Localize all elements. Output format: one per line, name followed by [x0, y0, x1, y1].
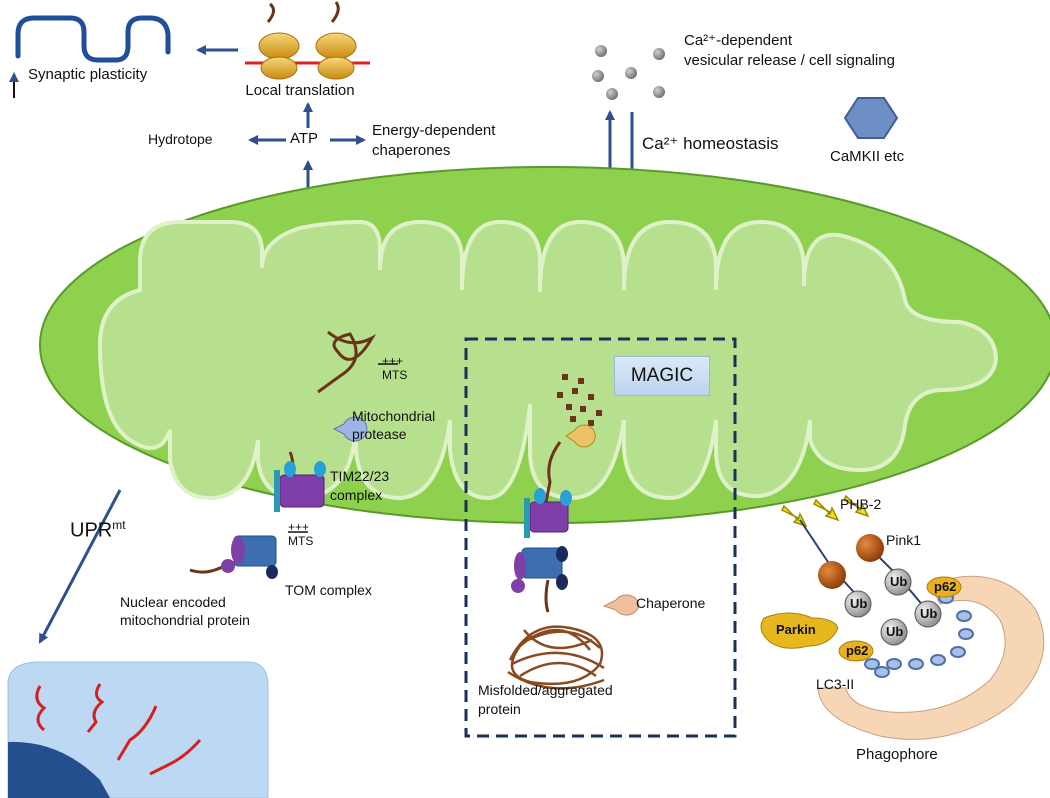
unfolded-protein — [317, 330, 377, 394]
p62-top — [926, 576, 962, 598]
camkii-label: CaMKII etc — [830, 148, 905, 165]
ca-release-label-1: Ca²⁺-dependent — [684, 32, 792, 49]
p62-bottom — [838, 640, 874, 662]
atp-label: ATP — [290, 130, 319, 147]
chaperone-icon — [602, 594, 639, 616]
tim-label-1: TIM22/23 — [330, 468, 390, 484]
p62-label-top: p62 — [934, 579, 957, 594]
p62-label-bottom: p62 — [846, 643, 869, 658]
mito-protease-label-2: protease — [352, 426, 407, 442]
ca-homeostasis-label: Ca²⁺ homeostasis — [642, 134, 779, 153]
arrow-uprmt — [38, 489, 122, 644]
phb2-label: PHB-2 — [840, 496, 882, 512]
tom-complex-magic — [511, 546, 568, 593]
magic-label-box: MAGIC — [614, 356, 710, 396]
ub-label-3: Ub — [920, 606, 938, 621]
nuclear-label-1: Nuclear encoded — [120, 594, 226, 610]
misfolded-label-2: protein — [478, 701, 521, 717]
energy-chaperones-label-1: Energy-dependent — [372, 122, 496, 139]
degraded-peptides — [557, 374, 602, 426]
tim-complex-magic — [524, 488, 572, 538]
parkin-shape — [760, 612, 839, 649]
magic-dashed-box — [464, 337, 737, 738]
tom-complex-left — [189, 535, 278, 579]
ub-label-4: Ub — [886, 624, 904, 639]
ub-ball-1 — [884, 568, 912, 596]
pink1-label: Pink1 — [886, 532, 922, 548]
mts-top-label: MTS — [382, 368, 408, 382]
mito-protease-label-1: Mitochondrial — [352, 408, 436, 424]
camkii-icon — [843, 97, 899, 139]
phb2-arrows — [780, 494, 870, 528]
tim-complex-left — [274, 451, 326, 512]
import-chain — [544, 441, 562, 503]
ub-ball-2 — [844, 590, 872, 618]
magic-label: MAGIC — [630, 365, 694, 386]
ribosome-1 — [258, 2, 300, 80]
aggregated-protein — [507, 625, 605, 690]
ub-ball-4 — [880, 618, 908, 646]
misfolded-label-1: Misfolded/aggregated — [478, 682, 613, 698]
nuclear-dna — [35, 683, 202, 776]
mts-plus-bottom: +++ — [288, 520, 310, 534]
ribosome-2 — [315, 1, 357, 80]
tom-label: TOM complex — [285, 582, 372, 598]
nuclear-label-2: mitochondrial protein — [120, 612, 250, 628]
synaptic-wave — [15, 15, 171, 63]
mts-bottom-label: MTS — [288, 534, 314, 548]
uprmt-label: UPRmt — [70, 518, 126, 542]
mts-plus-top: +++ — [382, 354, 404, 368]
protease-icon — [332, 416, 368, 442]
chaperone-label: Chaperone — [636, 595, 706, 611]
mitochondrion-inner-membrane — [97, 219, 999, 501]
synaptic-plasticity-label: Synaptic plasticity — [28, 66, 148, 83]
ca-release-label-2: vesicular release / cell signaling — [684, 52, 895, 69]
local-translation-label: Local translation — [245, 82, 355, 99]
pink1-ball-1 — [818, 561, 846, 589]
ub-ball-3 — [914, 600, 942, 628]
tim-label-2: complex — [330, 487, 383, 503]
phagophore-label: Phagophore — [856, 746, 938, 763]
energy-chaperones-label-2: chaperones — [372, 142, 451, 159]
pink1-ball-2 — [856, 534, 884, 562]
ub-label-2: Ub — [850, 596, 868, 611]
nucleus-core — [8, 741, 110, 798]
calcium-ions — [592, 45, 665, 100]
hydrotope-label: Hydrotope — [148, 131, 213, 147]
magic-protease-icon — [565, 424, 596, 448]
lc3-label: LC3-II — [816, 676, 855, 692]
phagophore-membrane — [817, 575, 1045, 740]
ub-label-1: Ub — [890, 574, 908, 589]
parkin-label: Parkin — [776, 622, 816, 637]
